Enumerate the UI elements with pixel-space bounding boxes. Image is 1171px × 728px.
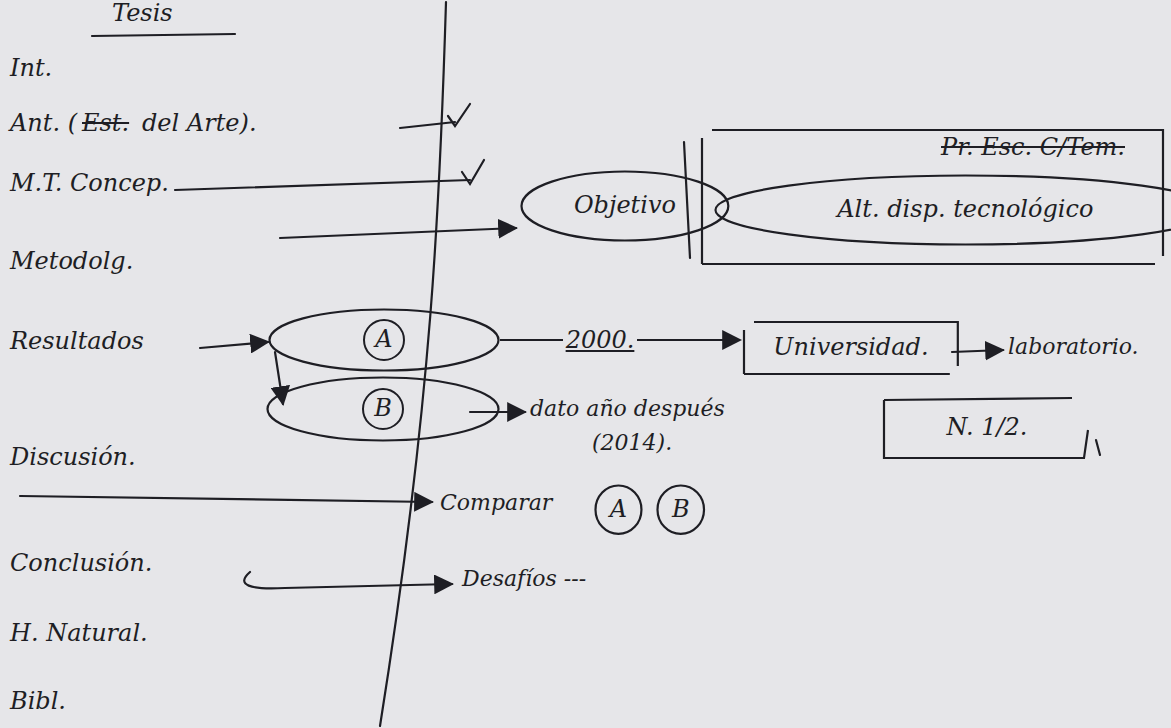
objective-ellipse: Objetivo <box>520 170 730 242</box>
note-text: Ant. ( <box>10 110 77 138</box>
place-box: Universidad. <box>742 320 960 376</box>
note-text: Discusión. <box>10 444 136 472</box>
note-text: (2014). <box>592 430 672 455</box>
note-box: N. 1/2. <box>882 396 1092 460</box>
edge-label: 2000. <box>563 326 638 354</box>
note-text: Conclusión. <box>10 550 152 578</box>
letter-circle: A <box>594 484 643 535</box>
result-ellipse: A <box>268 308 500 372</box>
node-text: Universidad. <box>773 334 928 362</box>
note-text: Desafíos --- <box>462 566 586 591</box>
result-ellipse: B <box>266 376 500 442</box>
node-text: A <box>375 326 392 354</box>
node-text: Objetivo <box>574 192 676 220</box>
note-text: laboratorio. <box>1008 334 1139 359</box>
note-text: H. Natural. <box>10 620 148 648</box>
node-text: Alt. disp. tecnológico <box>837 196 1093 224</box>
note-text: Bibl. <box>10 688 66 716</box>
note-text: dato año después <box>530 396 725 421</box>
note-text: Int. <box>10 55 52 83</box>
note-text: del Arte). <box>142 110 257 138</box>
note-text: Est. <box>82 110 129 138</box>
note-text: M.T. Concep. <box>10 170 169 198</box>
node-text: N. 1/2. <box>947 414 1028 442</box>
node-text: A <box>610 496 627 524</box>
node-text: B <box>374 395 392 423</box>
topic-box: Pr. Esc. C/Tem. Alt. disp. tecnológico <box>700 128 1165 266</box>
node-text: B <box>672 496 690 524</box>
node-text: Pr. Esc. C/Tem. <box>941 134 1125 162</box>
note-text: Comparar <box>440 490 552 515</box>
note-text: Metodolg. <box>10 248 133 276</box>
note-text: Tesis <box>112 0 173 28</box>
option-ellipse: Alt. disp. tecnológico <box>714 174 1171 246</box>
letter-circle: B <box>656 484 706 535</box>
note-text: Resultados <box>10 328 144 356</box>
